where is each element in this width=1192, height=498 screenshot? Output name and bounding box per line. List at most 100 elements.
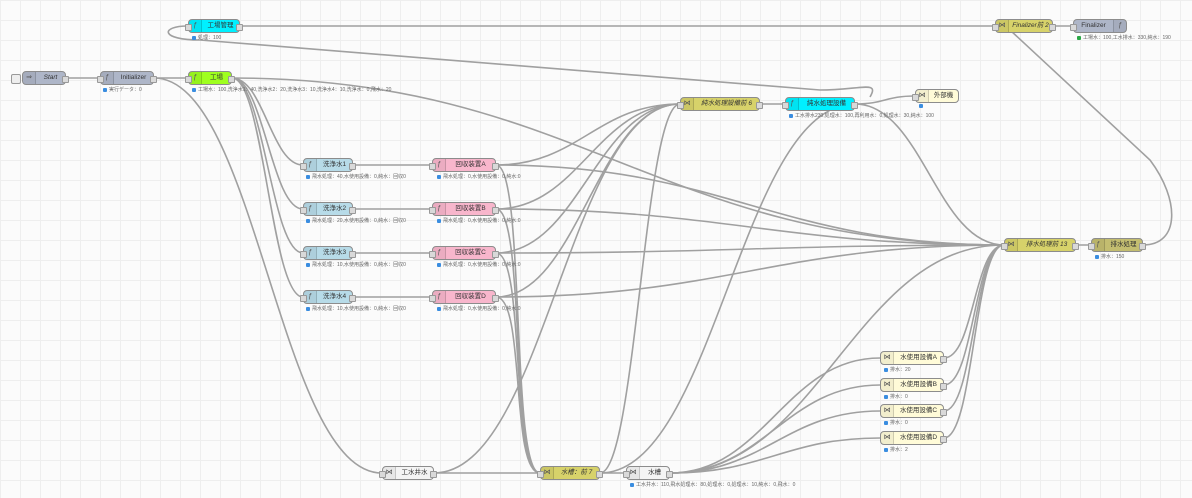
wire[interactable]	[943, 244, 1005, 412]
wire[interactable]	[495, 103, 681, 166]
wire[interactable]	[495, 244, 1005, 254]
input-port[interactable]	[379, 470, 386, 478]
output-port[interactable]	[940, 382, 947, 390]
output-port[interactable]	[349, 162, 356, 170]
equipment-node-a[interactable]: ⋈ 水使用設備A	[880, 351, 947, 365]
output-port[interactable]	[150, 75, 157, 83]
input-port[interactable]	[300, 162, 307, 170]
wire[interactable]	[943, 244, 1005, 439]
output-port[interactable]	[940, 408, 947, 416]
wire[interactable]	[495, 244, 1005, 298]
input-port[interactable]	[429, 162, 436, 170]
output-port[interactable]	[851, 101, 858, 109]
wire[interactable]	[669, 357, 881, 474]
output-port[interactable]	[756, 101, 763, 109]
input-port[interactable]	[300, 294, 307, 302]
output-port[interactable]	[62, 75, 69, 83]
output-port[interactable]	[349, 250, 356, 258]
input-port[interactable]	[1088, 242, 1095, 250]
finalizer-node[interactable]: Finalizer ƒ	[1070, 19, 1127, 33]
wire[interactable]	[495, 208, 541, 474]
wire[interactable]	[495, 103, 681, 254]
input-port[interactable]	[185, 23, 192, 31]
input-port[interactable]	[677, 101, 684, 109]
input-port[interactable]	[300, 250, 307, 258]
wire[interactable]	[1009, 29, 1173, 246]
external-unit-node[interactable]: ⋈ 外部機	[912, 89, 959, 103]
input-port[interactable]	[537, 470, 544, 478]
initializer-node[interactable]: ƒ Initializer	[97, 71, 157, 85]
input-port[interactable]	[429, 250, 436, 258]
output-port[interactable]	[596, 470, 603, 478]
pure-water-process-node[interactable]: ƒ 純水処理設備	[782, 97, 858, 111]
wire[interactable]	[854, 103, 1005, 246]
factory-management-node[interactable]: ƒ 工場管理	[185, 19, 243, 33]
inject-button[interactable]	[11, 74, 21, 84]
output-port[interactable]	[430, 470, 437, 478]
wire[interactable]	[433, 103, 681, 474]
wire[interactable]	[669, 244, 1005, 474]
drain-join-node[interactable]: ⋈ 排水処理前 13	[1001, 238, 1079, 252]
wash-node-1[interactable]: ƒ 洗浄水1	[300, 158, 356, 172]
output-port[interactable]	[1072, 242, 1079, 250]
tank-join-node[interactable]: ⋈ 水槽：前 7	[537, 466, 603, 480]
output-port[interactable]	[1139, 242, 1146, 250]
output-port[interactable]	[492, 250, 499, 258]
wash-node-3[interactable]: ƒ 洗浄水3	[300, 246, 356, 260]
output-port[interactable]	[492, 294, 499, 302]
input-port[interactable]	[429, 206, 436, 214]
output-port[interactable]	[940, 435, 947, 443]
output-port[interactable]	[492, 162, 499, 170]
input-port[interactable]	[912, 93, 919, 101]
tank-node[interactable]: ⋈ 水槽	[623, 466, 673, 480]
wash-node-2[interactable]: ƒ 洗浄水2	[300, 202, 356, 216]
wash-node-4[interactable]: ƒ 洗浄水4	[300, 290, 356, 304]
output-port[interactable]	[492, 206, 499, 214]
recovery-node-c[interactable]: ƒ 回収装置C	[429, 246, 499, 260]
wire[interactable]	[495, 103, 681, 298]
wire[interactable]	[854, 95, 916, 105]
wire[interactable]	[599, 103, 681, 474]
equipment-node-c[interactable]: ⋈ 水使用設備C	[880, 404, 947, 418]
wire[interactable]	[495, 252, 541, 474]
wire[interactable]	[599, 103, 856, 474]
wire[interactable]	[231, 77, 304, 254]
start-node[interactable]: ⇒ Start	[11, 71, 69, 85]
drain-process-node[interactable]: ƒ 排水処理	[1088, 238, 1146, 252]
output-port[interactable]	[349, 294, 356, 302]
wire[interactable]	[495, 164, 541, 474]
equipment-node-b[interactable]: ⋈ 水使用設備B	[880, 378, 947, 392]
input-port[interactable]	[623, 470, 630, 478]
wire[interactable]	[495, 103, 681, 210]
input-port[interactable]	[1001, 242, 1008, 250]
output-port[interactable]	[1049, 23, 1056, 31]
input-port[interactable]	[429, 294, 436, 302]
input-port[interactable]	[97, 75, 104, 83]
equipment-node-d[interactable]: ⋈ 水使用設備D	[880, 431, 947, 445]
pure-water-join-node[interactable]: ⋈ 純水処理設備前 6	[677, 97, 763, 111]
wire[interactable]	[231, 77, 304, 166]
wire[interactable]	[495, 296, 541, 474]
wire[interactable]	[669, 437, 881, 474]
wire[interactable]	[495, 208, 1005, 246]
finalizer-join-node[interactable]: ⋈ Finalizer前 2	[992, 19, 1056, 33]
recovery-node-d[interactable]: ƒ 回収装置D	[429, 290, 499, 304]
wire[interactable]	[167, 25, 874, 98]
input-port[interactable]	[185, 75, 192, 83]
wire[interactable]	[231, 77, 304, 210]
input-port[interactable]	[300, 206, 307, 214]
factory-node[interactable]: ƒ 工場	[185, 71, 235, 85]
wire[interactable]	[231, 77, 304, 298]
wire[interactable]	[669, 410, 881, 474]
output-port[interactable]	[666, 470, 673, 478]
output-port[interactable]	[236, 23, 243, 31]
input-port[interactable]	[1070, 23, 1077, 31]
wire[interactable]	[495, 164, 1005, 246]
output-port[interactable]	[228, 75, 235, 83]
wire[interactable]	[943, 244, 1005, 386]
recovery-node-b[interactable]: ƒ 回収装置B	[429, 202, 499, 216]
well-water-node[interactable]: ⋈ 工水井水	[379, 466, 437, 480]
output-port[interactable]	[349, 206, 356, 214]
wire[interactable]	[153, 77, 383, 474]
input-port[interactable]	[782, 101, 789, 109]
